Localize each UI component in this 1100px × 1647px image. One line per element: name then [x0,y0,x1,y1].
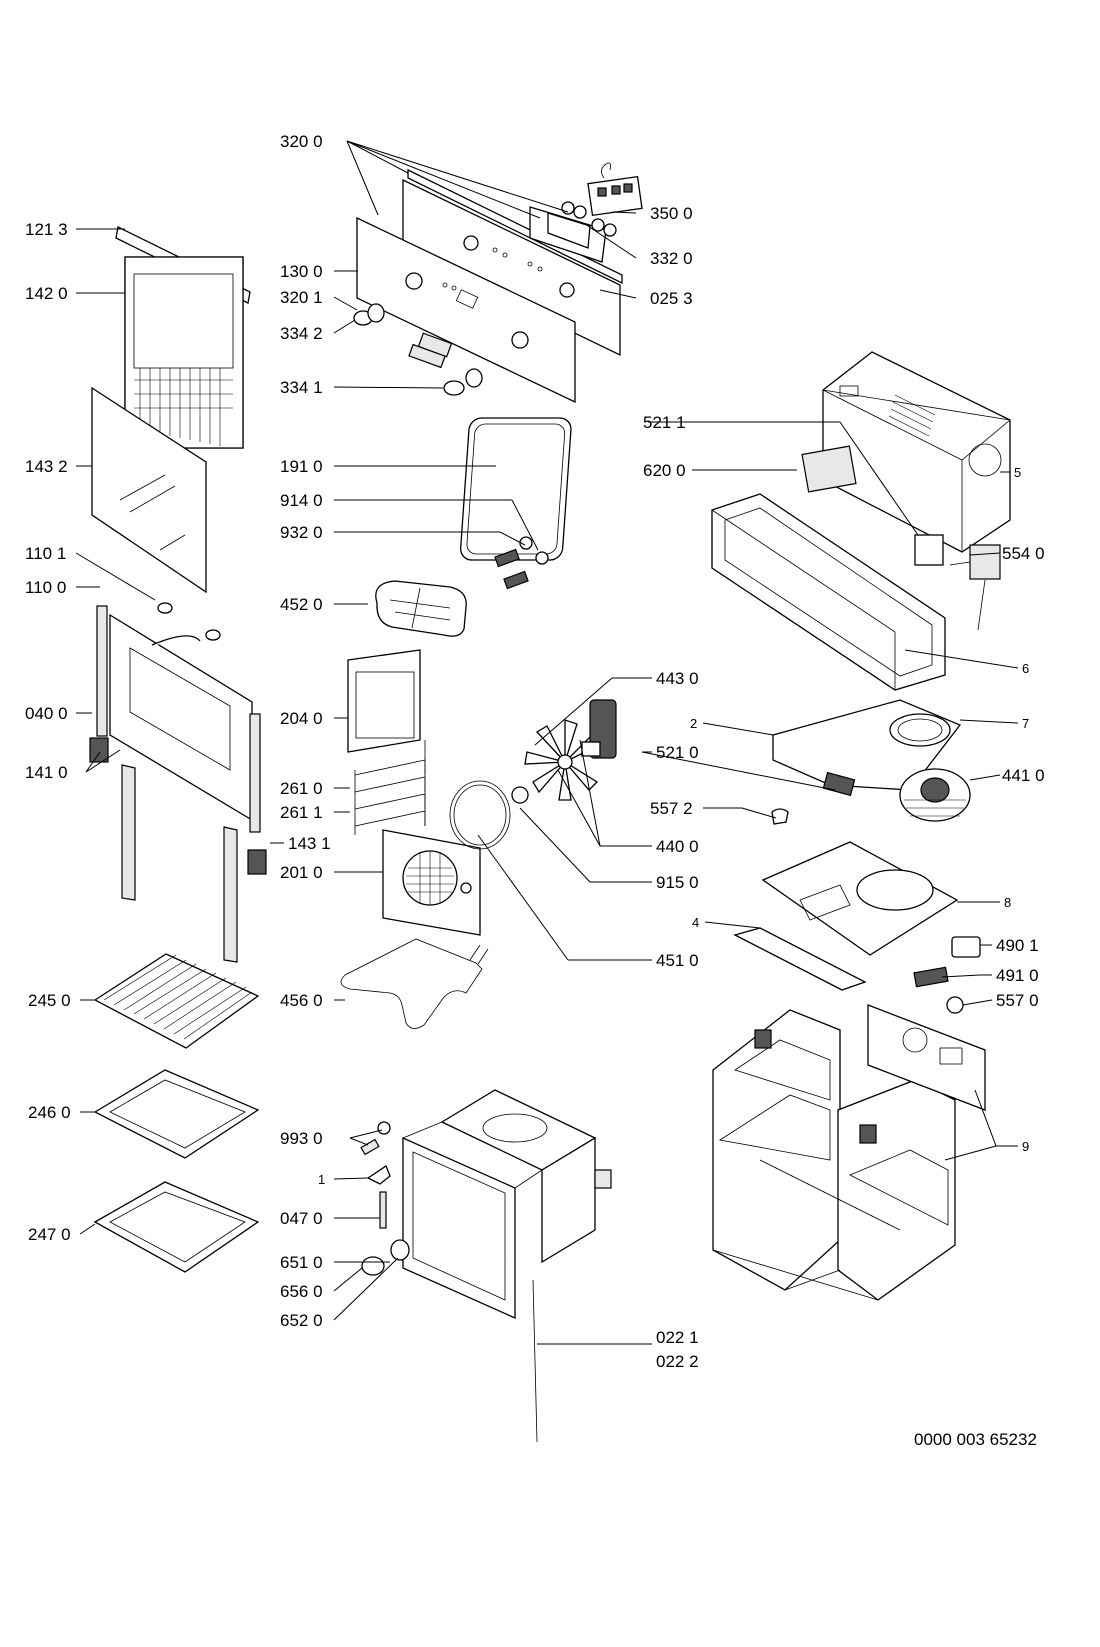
label-1410: 141 0 [25,763,68,782]
label-5540: 554 0 [1002,544,1045,563]
label-4510: 451 0 [656,951,699,970]
oven-door-inner [89,602,267,963]
oven-shelf-and-trays [93,953,260,1273]
label-2040: 204 0 [280,709,323,728]
label-4901: 490 1 [996,936,1039,955]
callout-labels: 320 0 350 0 121 3 332 0 130 0 142 0 320 … [25,132,1045,1449]
label-2610: 261 0 [280,779,323,798]
label-4520: 452 0 [280,595,323,614]
label-1420: 142 0 [25,284,68,303]
label-4910: 491 0 [996,966,1039,985]
label-2611: 261 1 [280,803,323,822]
label-3320: 332 0 [650,249,693,268]
label-9320: 932 0 [280,523,323,542]
label-4560: 456 0 [280,991,323,1010]
oven-cavity [360,1089,612,1443]
oven-carcase [712,1004,986,1301]
label-1300: 130 0 [280,262,323,281]
label-5211: 521 1 [643,413,686,432]
label-6200: 620 0 [643,461,686,480]
label-3500: 350 0 [650,204,693,223]
oven-door-outer [91,226,251,594]
label-0470: 047 0 [280,1209,323,1228]
leader-lines [75,140,1019,1345]
label-2460: 246 0 [28,1103,71,1122]
label-8: 8 [1004,895,1011,910]
shelf-supports-and-fan-cover [347,649,481,936]
label-6: 6 [1022,661,1029,676]
label-4410: 441 0 [1002,766,1045,785]
label-6520: 652 0 [280,1311,323,1330]
document-number: 0000 003 65232 [914,1430,1037,1449]
label-3341: 334 1 [280,378,323,397]
bottom-element [340,938,489,1029]
control-panel-assembly [353,162,643,404]
label-3201: 320 1 [280,288,323,307]
label-9150: 915 0 [656,873,699,892]
label-6560: 656 0 [280,1282,323,1301]
label-1213: 121 3 [25,220,68,239]
label-6510: 651 0 [280,1253,323,1272]
label-0400: 040 0 [25,704,68,723]
label-4: 4 [692,915,699,930]
label-5572: 557 2 [650,799,693,818]
rear-cover-and-fan-housing [711,351,1011,691]
label-1432: 143 2 [25,457,68,476]
label-1101: 110 1 [25,544,66,563]
label-9930: 993 0 [280,1129,323,1148]
label-4430: 443 0 [656,669,699,688]
label-7: 7 [1022,716,1029,731]
label-0222: 022 2 [656,1352,699,1371]
label-3342: 334 2 [280,324,323,343]
label-2010: 201 0 [280,863,323,882]
cooling-fan-and-base-plates [733,699,981,1014]
label-5210: 521 0 [656,743,699,762]
circular-element-and-fan [449,699,617,850]
label-0253: 025 3 [650,289,693,308]
label-1910: 191 0 [280,457,323,476]
label-2: 2 [690,716,697,731]
label-5: 5 [1014,465,1021,480]
label-1: 1 [318,1172,325,1187]
label-3200: 320 0 [280,132,323,151]
label-1100: 110 0 [25,578,66,597]
label-0221: 022 1 [656,1328,699,1347]
label-4400: 440 0 [656,837,699,856]
label-5570: 557 0 [996,991,1039,1010]
label-2450: 245 0 [28,991,71,1010]
label-9: 9 [1022,1139,1029,1154]
label-9140: 914 0 [280,491,323,510]
label-2470: 247 0 [28,1225,71,1244]
door-seal-and-grill [375,417,572,637]
label-1431: 143 1 [288,834,331,853]
